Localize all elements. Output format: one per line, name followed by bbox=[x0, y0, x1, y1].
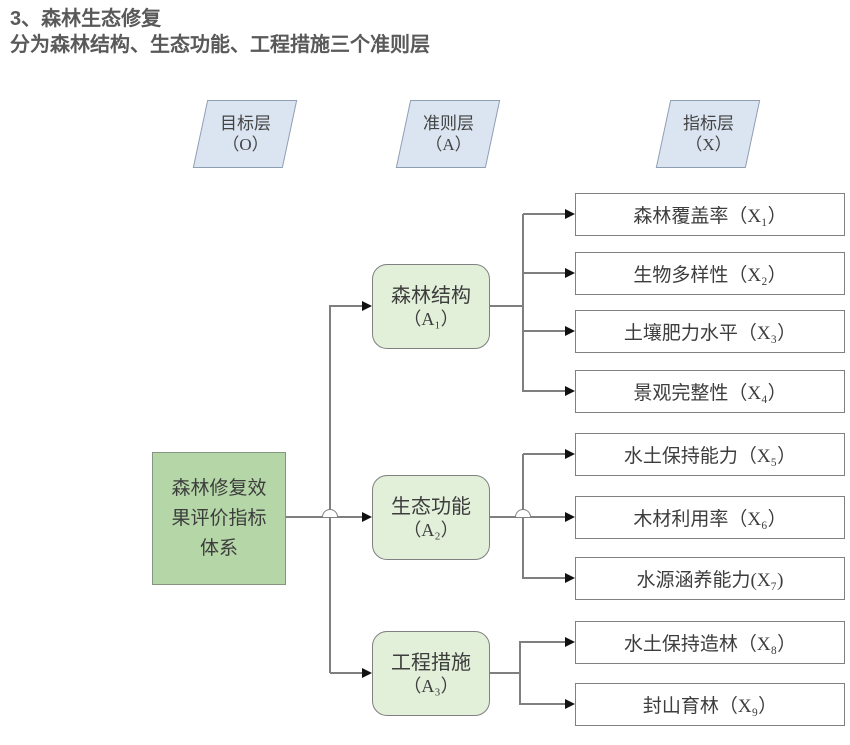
arrowhead-icon bbox=[362, 512, 372, 522]
arrowhead-icon bbox=[565, 326, 575, 336]
line-jump-level1 bbox=[322, 509, 338, 517]
criteria-box-forest-structure: 森林结构 （A₁） bbox=[372, 264, 490, 349]
arrowhead-icon bbox=[565, 386, 575, 396]
connector-branch-x7 bbox=[523, 577, 566, 579]
indicator-box-x7: 水源涵养能力(X₇) bbox=[575, 557, 845, 600]
connector-branch-x8 bbox=[520, 641, 566, 643]
connector-branch-a1 bbox=[330, 305, 363, 307]
connector-trunk-a3 bbox=[519, 641, 521, 705]
connector-trunk-level1 bbox=[329, 305, 331, 673]
connector-branch-x9 bbox=[520, 703, 566, 705]
connector-branch-x4 bbox=[523, 390, 566, 392]
goal-box-label: 森林修复效果评价指标体系 bbox=[171, 477, 267, 559]
parallelogram-indicator-layer: 指标层 （X） bbox=[655, 100, 761, 168]
criteria-layer-label: 准则层 （A） bbox=[422, 114, 474, 154]
connector-branch-x3 bbox=[523, 330, 566, 332]
arrowhead-icon bbox=[565, 449, 575, 459]
line-jump-a2 bbox=[515, 509, 531, 517]
arrowhead-icon bbox=[565, 512, 575, 522]
arrowhead-icon bbox=[565, 268, 575, 278]
criteria-box-ecological-function: 生态功能 （A₂） bbox=[372, 475, 490, 560]
indicator-box-x9: 封山育林（X₉） bbox=[575, 683, 845, 726]
indicator-box-x3: 土壤肥力水平（X₃） bbox=[575, 310, 845, 353]
parallelogram-criteria-layer: 准则层 （A） bbox=[395, 100, 501, 168]
page-header: 3、森林生态修复 分为森林结构、生态功能、工程措施三个准则层 bbox=[10, 6, 430, 58]
arrowhead-icon bbox=[362, 301, 372, 311]
indicator-box-x6: 木材利用率（X₆） bbox=[575, 496, 845, 539]
indicator-box-x1: 森林覆盖率（X₁） bbox=[575, 193, 845, 236]
arrowhead-icon bbox=[565, 699, 575, 709]
page-subtitle: 分为森林结构、生态功能、工程措施三个准则层 bbox=[10, 34, 430, 56]
connector-branch-x5 bbox=[523, 453, 566, 455]
connector-stem-a1 bbox=[490, 305, 523, 307]
indicator-layer-label: 指标层 （X） bbox=[682, 114, 734, 154]
page-title: 3、森林生态修复 bbox=[10, 8, 162, 30]
connector-branch-x2 bbox=[523, 272, 566, 274]
arrowhead-icon bbox=[565, 573, 575, 583]
indicator-box-x5: 水土保持能力（X₅） bbox=[575, 433, 845, 476]
parallelogram-goal-layer: 目标层 （O） bbox=[192, 100, 298, 168]
arrowhead-icon bbox=[362, 668, 372, 678]
arrowhead-icon bbox=[565, 209, 575, 219]
indicator-box-x8: 水土保持造林（X₈） bbox=[575, 621, 845, 664]
connector-stem-a3 bbox=[488, 672, 521, 674]
connector-trunk-a1 bbox=[522, 214, 524, 392]
criteria-box-engineering-measures: 工程措施 （A₃） bbox=[372, 631, 490, 716]
indicator-box-x2: 生物多样性（X₂） bbox=[575, 252, 845, 295]
connector-branch-a3 bbox=[330, 672, 363, 674]
indicator-box-x4: 景观完整性（X₄） bbox=[575, 370, 845, 413]
goal-layer-label: 目标层 （O） bbox=[219, 114, 271, 154]
goal-box: 森林修复效果评价指标体系 bbox=[152, 452, 286, 585]
connector-branch-x1 bbox=[523, 213, 566, 215]
arrowhead-icon bbox=[565, 637, 575, 647]
